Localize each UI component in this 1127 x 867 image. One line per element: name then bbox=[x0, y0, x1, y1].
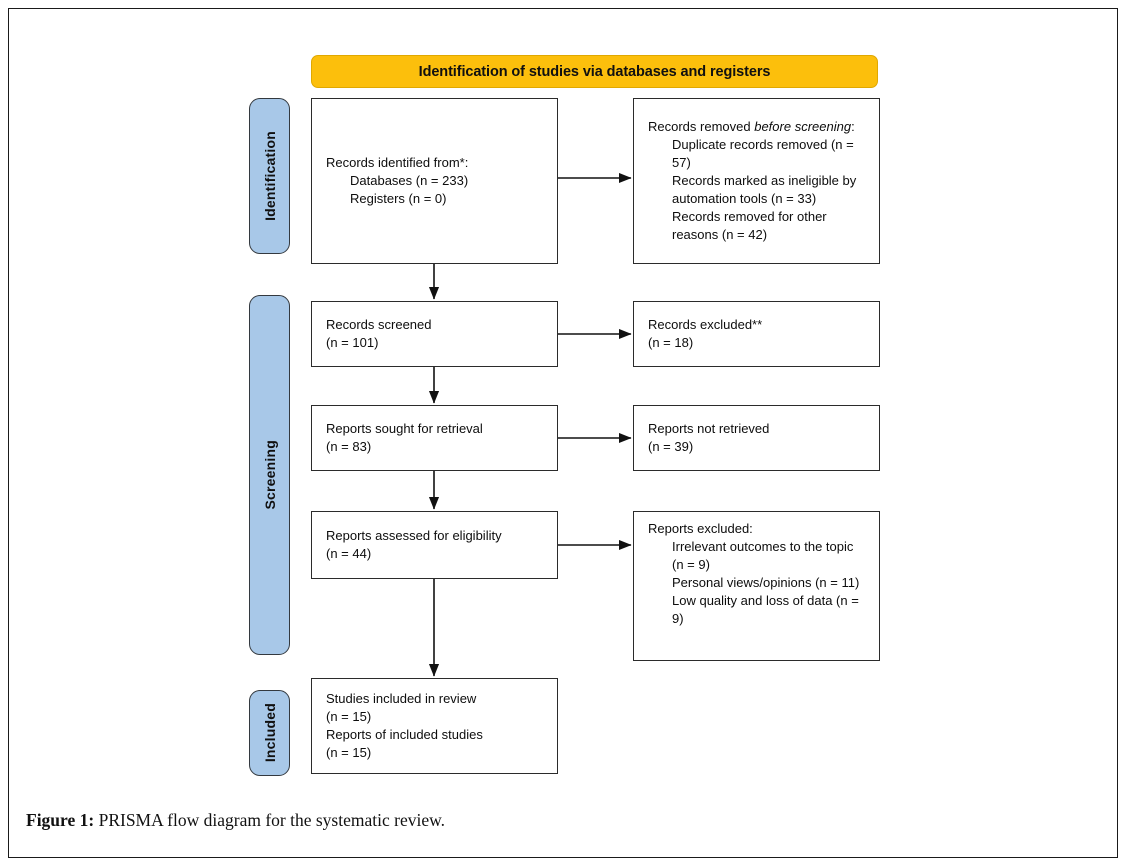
figure-caption-label: Figure 1: bbox=[26, 810, 95, 830]
records-identified-databases: Databases (n = 233) bbox=[350, 173, 469, 188]
node-records-removed: Records removed before screening: Duplic… bbox=[633, 98, 880, 264]
records-screened-heading: Records screened bbox=[326, 317, 432, 332]
records-removed-other: Records removed for other reasons (n = 4… bbox=[672, 209, 831, 242]
records-screened-count: (n = 101) bbox=[326, 335, 379, 350]
node-records-screened: Records screened (n = 101) bbox=[311, 301, 558, 367]
node-reports-excluded: Reports excluded: Irrelevant outcomes to… bbox=[633, 511, 880, 661]
reports-excluded-low-quality: Low quality and loss of data (n = 9) bbox=[672, 593, 863, 626]
reports-excluded-heading: Reports excluded: bbox=[648, 521, 753, 536]
records-removed-heading: Records removed before screening: bbox=[648, 118, 867, 136]
records-identified-registers: Registers (n = 0) bbox=[350, 191, 447, 206]
reports-excluded-irrelevant: Irrelevant outcomes to the topic (n = 9) bbox=[672, 539, 857, 572]
stage-tab-identification-label: Identification bbox=[261, 131, 278, 221]
reports-assessed-heading: Reports assessed for eligibility bbox=[326, 528, 502, 543]
records-removed-heading-italic: before screening bbox=[754, 119, 852, 134]
records-removed-automation: Records marked as ineligible by automati… bbox=[672, 173, 860, 206]
records-removed-heading-post: : bbox=[851, 119, 855, 134]
node-reports-not-retrieved: Reports not retrieved (n = 39) bbox=[633, 405, 880, 471]
reports-excluded-personal-views: Personal views/opinions (n = 11) bbox=[672, 575, 860, 590]
node-reports-sought: Reports sought for retrieval (n = 83) bbox=[311, 405, 558, 471]
records-removed-heading-pre: Records removed bbox=[648, 119, 755, 134]
diagram-banner-title: Identification of studies via databases … bbox=[311, 55, 878, 88]
node-studies-included: Studies included in review (n = 15) Repo… bbox=[311, 678, 558, 774]
figure-caption: Figure 1: PRISMA flow diagram for the sy… bbox=[26, 810, 445, 831]
node-reports-assessed: Reports assessed for eligibility (n = 44… bbox=[311, 511, 558, 579]
studies-included-line-2: (n = 15) bbox=[326, 709, 372, 724]
node-records-excluded: Records excluded** (n = 18) bbox=[633, 301, 880, 367]
stage-tab-included-label: Included bbox=[261, 703, 278, 763]
records-removed-duplicates: Duplicate records removed (n = 57) bbox=[672, 137, 858, 170]
reports-not-retrieved-heading: Reports not retrieved bbox=[648, 421, 770, 436]
records-identified-heading: Records identified from*: bbox=[326, 155, 469, 170]
figure-caption-text: PRISMA flow diagram for the systematic r… bbox=[94, 810, 445, 830]
node-records-identified: Records identified from*: Databases (n =… bbox=[311, 98, 558, 264]
studies-included-line-1: Studies included in review bbox=[326, 691, 477, 706]
stage-tab-screening: Screening bbox=[249, 295, 290, 655]
reports-sought-count: (n = 83) bbox=[326, 439, 372, 454]
stage-tab-included: Included bbox=[249, 690, 290, 776]
studies-included-line-3: Reports of included studies bbox=[326, 727, 483, 742]
records-excluded-count: (n = 18) bbox=[648, 335, 694, 350]
studies-included-line-4: (n = 15) bbox=[326, 745, 372, 760]
page-border bbox=[8, 8, 1118, 858]
reports-assessed-count: (n = 44) bbox=[326, 546, 372, 561]
stage-tab-screening-label: Screening bbox=[261, 440, 278, 510]
reports-not-retrieved-count: (n = 39) bbox=[648, 439, 694, 454]
stage-tab-identification: Identification bbox=[249, 98, 290, 254]
reports-sought-heading: Reports sought for retrieval bbox=[326, 421, 483, 436]
records-excluded-heading: Records excluded** bbox=[648, 317, 763, 332]
